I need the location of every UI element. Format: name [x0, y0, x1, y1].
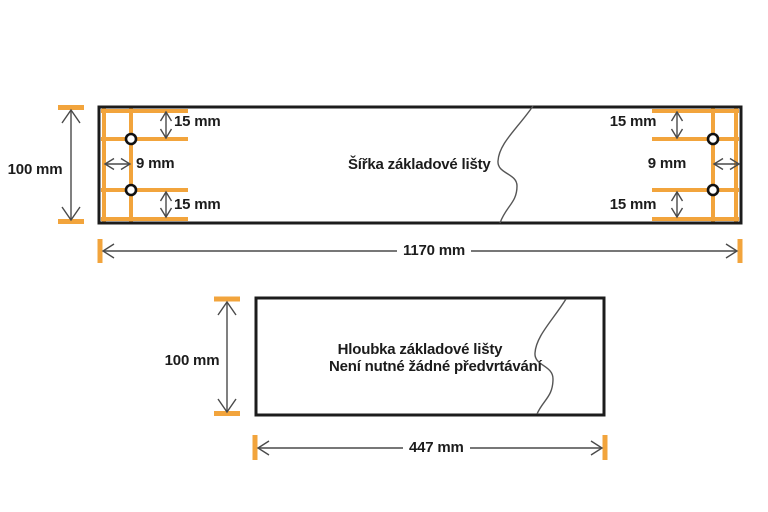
bottom-strip-title-line1: Hloubka základové lišty [337, 341, 503, 358]
arrowhead-down [217, 398, 237, 414]
top-strip-right-orange-pattern [652, 108, 739, 222]
dimension-label-15mm: 15 mm [609, 113, 657, 130]
mounting-hole [706, 183, 720, 197]
break-line [534, 298, 567, 415]
dimension-label-15mm: 15 mm [609, 196, 657, 213]
dimension-label-100mm: 100 mm [164, 352, 220, 369]
mounting-hole [706, 132, 720, 146]
arrowhead-left [712, 157, 724, 171]
dimension-label-100mm: 100 mm [7, 161, 63, 178]
arrowhead-right [590, 440, 604, 456]
arrowhead-up [217, 300, 237, 316]
mounting-hole [124, 183, 138, 197]
top-strip-title: Šířka základové lišty [348, 156, 491, 173]
top-strip-outline [97, 105, 743, 225]
mounting-holes [124, 132, 720, 197]
arrowhead-up [61, 108, 81, 124]
arrowhead-up [670, 190, 684, 202]
bottom-strip-title: Hloubka základové lišty Není nutné žádné… [329, 341, 542, 375]
bottom-height-dimension [214, 296, 240, 416]
dimension-label-15mm: 15 mm [174, 196, 221, 213]
top-left-dimension-arrows [103, 110, 173, 219]
bottom-strip-title-line2: Není nutné žádné předvrtávání [329, 358, 542, 375]
top-right-dimension-arrows [670, 110, 741, 219]
arrowhead-down [159, 207, 173, 219]
dimension-label-9mm: 9 mm [647, 155, 687, 172]
arrowhead-down [61, 206, 81, 222]
arrowhead-right [729, 157, 741, 171]
top-height-dimension [58, 105, 84, 224]
arrowhead-left [256, 440, 270, 456]
arrowhead-down [670, 207, 684, 219]
dimension-label-447mm: 447 mm [403, 440, 470, 456]
break-line [497, 105, 534, 224]
dimension-label-1170mm: 1170 mm [397, 243, 471, 259]
arrowhead-down [670, 128, 684, 140]
dimension-label-15mm: 15 mm [174, 113, 221, 130]
bottom-strip-outline [254, 296, 606, 417]
arrowhead-left [103, 157, 115, 171]
top-strip-left-orange-pattern [101, 108, 188, 222]
arrowhead-up [159, 110, 173, 122]
arrowhead-down [159, 128, 173, 140]
arrowhead-right [725, 243, 739, 259]
arrowhead-up [159, 190, 173, 202]
arrowhead-left [101, 243, 115, 259]
mounting-hole [124, 132, 138, 146]
arrowhead-up [670, 110, 684, 122]
dimension-label-9mm: 9 mm [136, 155, 175, 172]
arrowhead-right [120, 157, 132, 171]
